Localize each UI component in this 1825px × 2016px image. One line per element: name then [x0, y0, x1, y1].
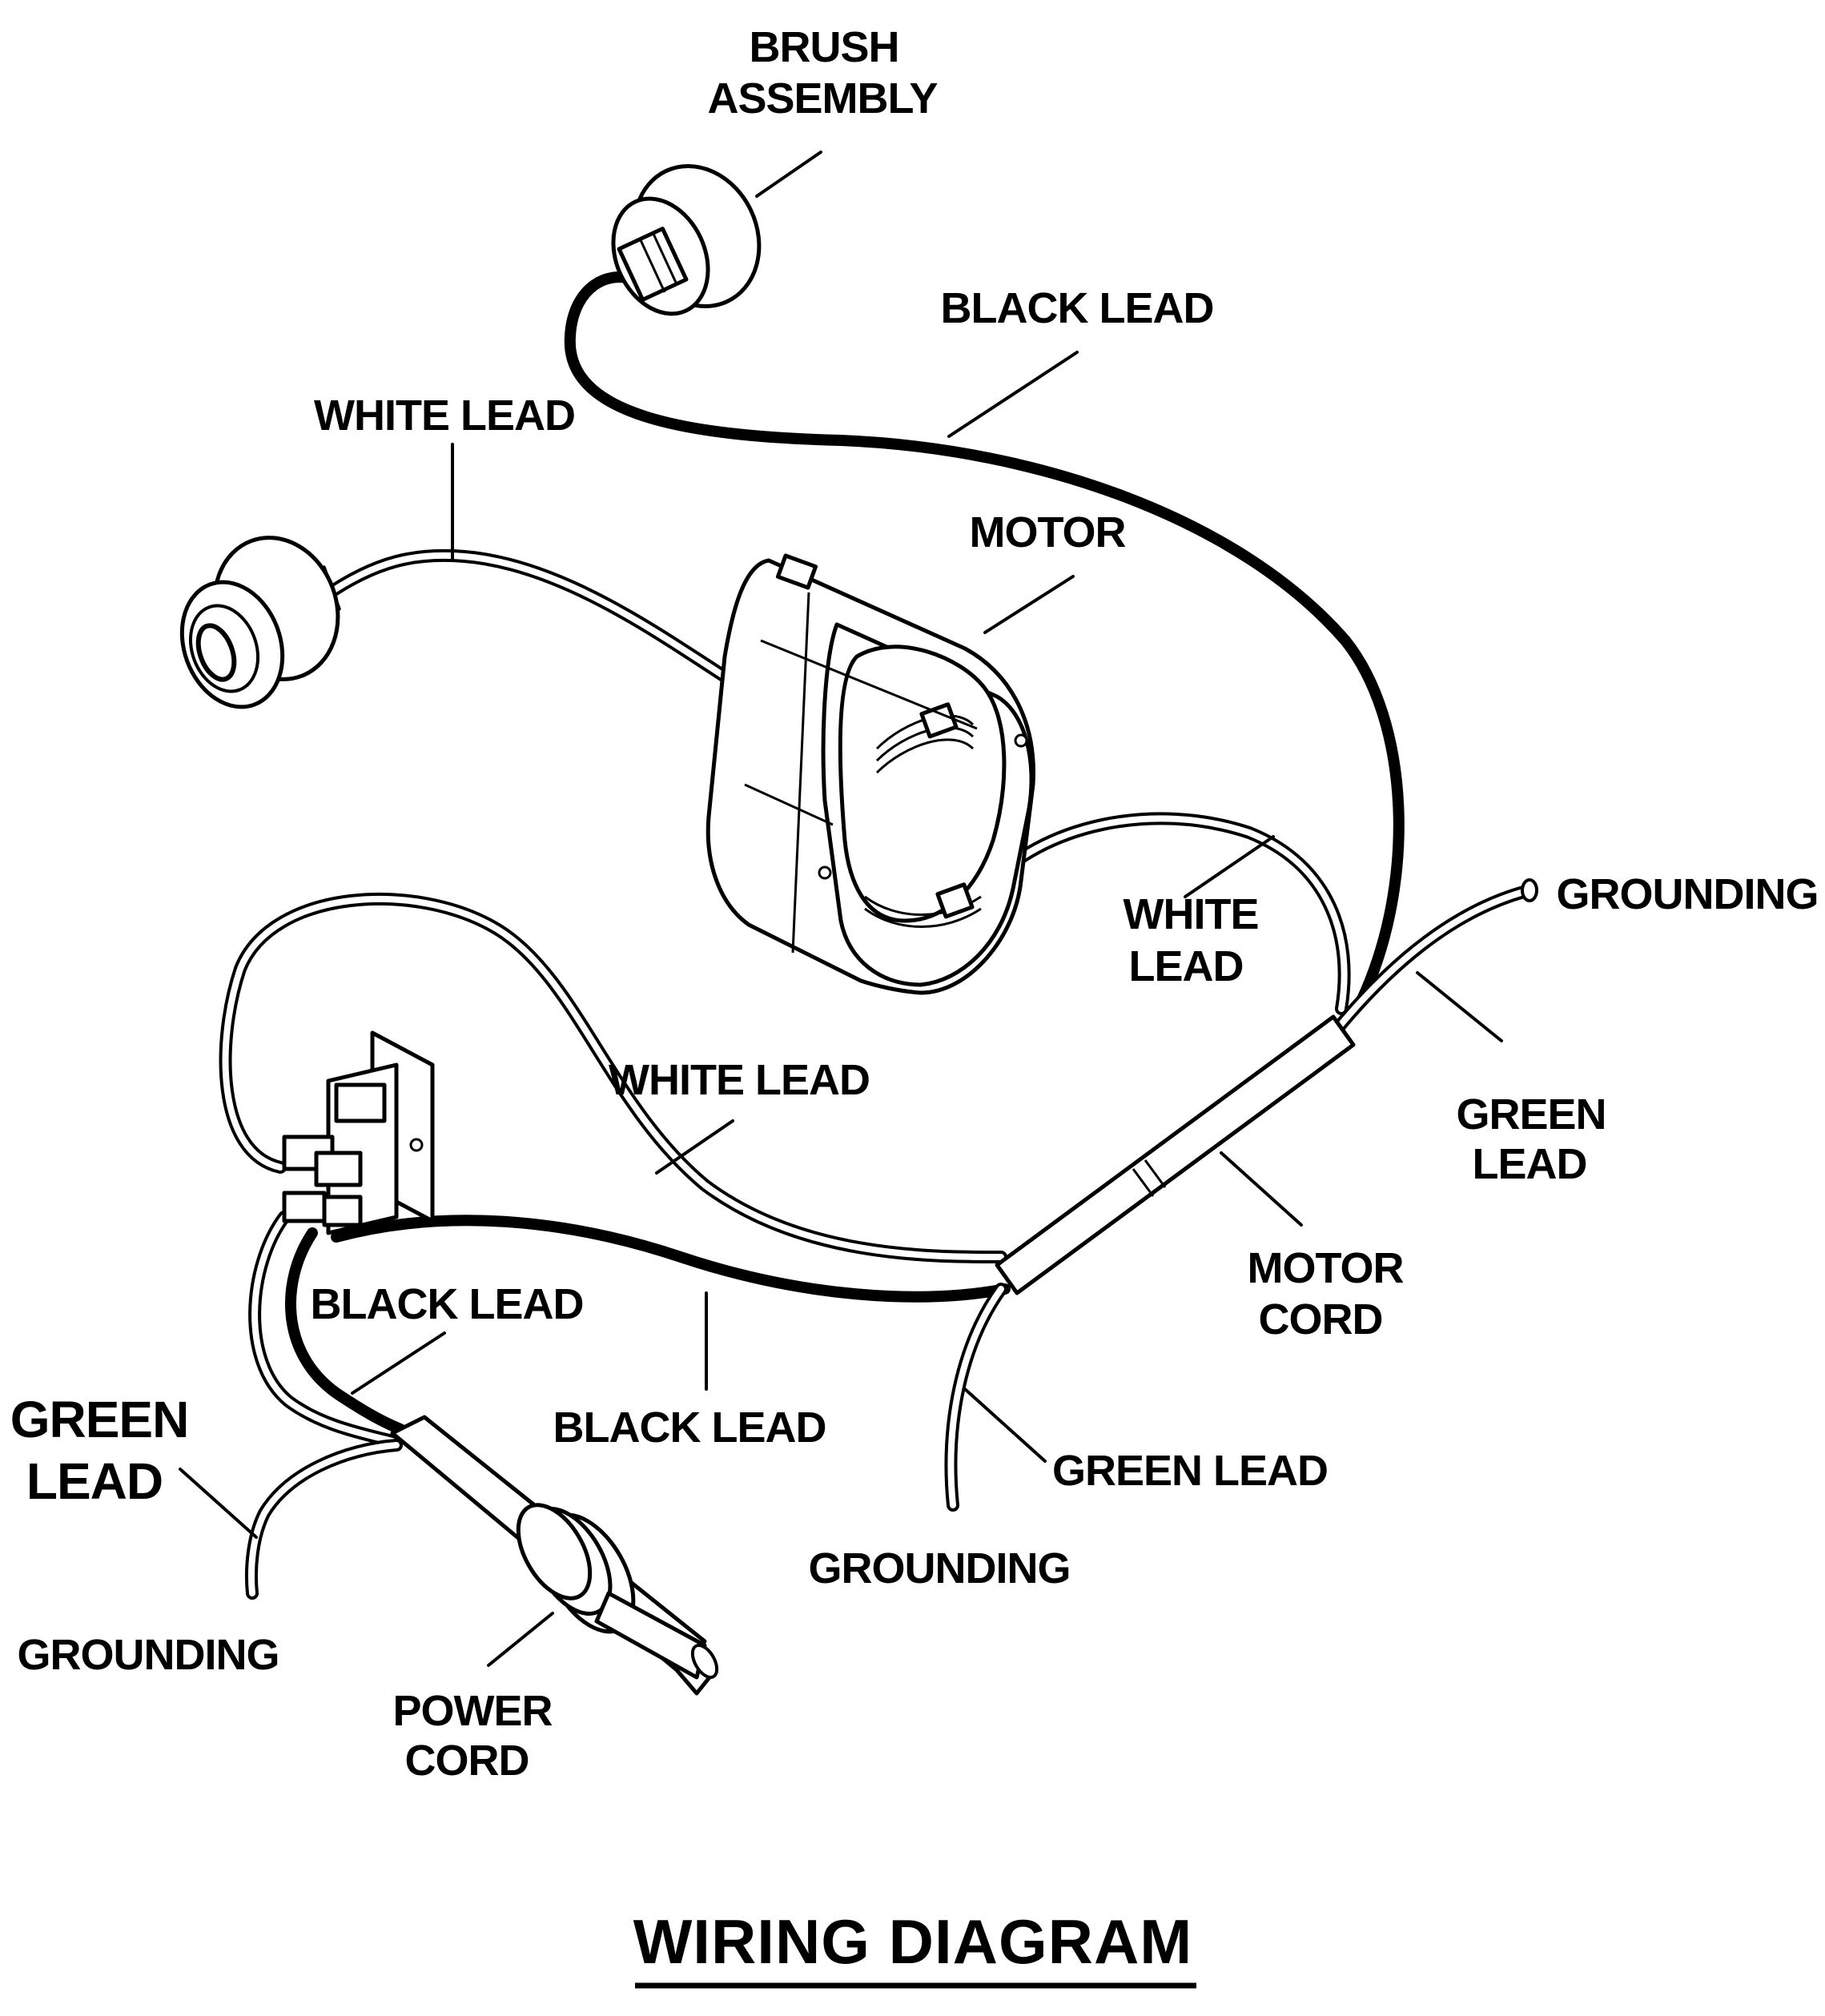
switch: [282, 1030, 435, 1235]
label-power-cord-line1: POWER: [392, 1687, 552, 1735]
white-lead-switch-to-cord: [219, 893, 1007, 1263]
label-brush-assembly-line1: BRUSH: [749, 23, 898, 71]
label-motor-cord-line2: CORD: [1259, 1295, 1383, 1343]
brush-left: [179, 536, 341, 709]
brush-assembly: [611, 163, 762, 316]
label-green-lead-left-line1: GREEN: [10, 1391, 189, 1448]
label-grounding-left: GROUNDING: [18, 1631, 279, 1679]
white-lead-brush-to-motor: [318, 548, 731, 683]
label-green-lead-right-line2: LEAD: [1473, 1140, 1587, 1188]
diagram-title: WIRING DIAGRAM: [633, 1906, 1196, 1989]
label-brush-assembly-line2: ASSEMBLY: [707, 74, 938, 122]
label-white-lead-right-line2: LEAD: [1129, 942, 1244, 990]
motor-cord: [995, 1014, 1356, 1295]
label-black-lead-middle: BLACK LEAD: [553, 1404, 826, 1452]
label-black-lead-switch: BLACK LEAD: [311, 1280, 584, 1328]
page-title: WIRING DIAGRAM: [633, 1906, 1193, 1977]
label-white-lead-left: WHITE LEAD: [314, 392, 575, 440]
label-motor-cord-line1: MOTOR: [1248, 1244, 1404, 1292]
label-green-lead-right-line1: GREEN: [1456, 1090, 1606, 1139]
black-lead-switch-to-cord: [331, 1215, 1011, 1303]
label-black-lead-top: BLACK LEAD: [941, 284, 1214, 332]
labels: BRUSH ASSEMBLY BLACK LEAD WHITE LEAD MOT…: [10, 23, 1819, 1785]
label-motor: MOTOR: [970, 508, 1126, 556]
label-green-lead-left-line2: LEAD: [26, 1452, 163, 1510]
label-white-lead-right-line1: WHITE: [1124, 890, 1259, 938]
motor: [705, 553, 1035, 995]
power-cord: [390, 1415, 719, 1696]
white-lead-motor-to-cord: [979, 812, 1351, 1015]
label-power-cord-line2: CORD: [405, 1737, 529, 1785]
label-green-lead-bottom: GREEN LEAD: [1052, 1447, 1328, 1495]
label-white-lead-middle: WHITE LEAD: [609, 1056, 870, 1104]
label-grounding-bottom: GROUNDING: [809, 1544, 1071, 1592]
label-grounding-right: GROUNDING: [1557, 870, 1819, 918]
leader-lines: [179, 151, 1503, 1667]
green-lead-grounding-right: [1331, 878, 1538, 1035]
power-cord-leads: [244, 1211, 406, 1600]
black-lead-brush-to-cord: [564, 271, 1405, 1006]
green-lead-grounding-bottom: [944, 1283, 1007, 1512]
